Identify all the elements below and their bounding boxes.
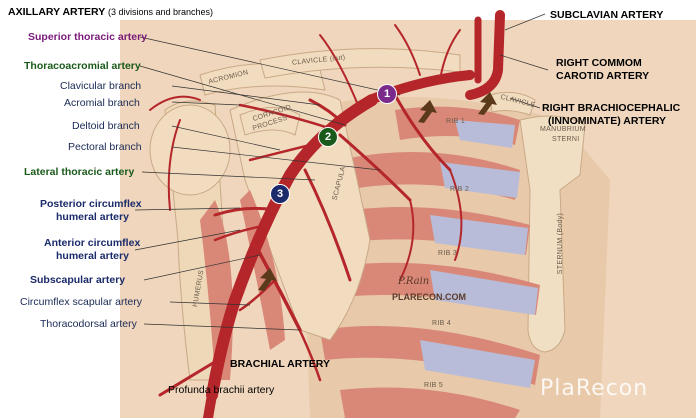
label-rib3: RIB 3 — [438, 250, 458, 257]
label-subclavian-artery: SUBCLAVIAN ARTERY — [550, 9, 664, 21]
division-3-badge: 3 — [270, 184, 290, 204]
diagram-title: AXILLARY ARTERY (3 divisions and branche… — [8, 6, 213, 18]
label-circumflex-scapular-artery: Circumflex scapular artery — [20, 296, 142, 308]
brachial-artery — [203, 390, 217, 418]
humeral-head — [149, 104, 231, 196]
label-clavicular-branch: Clavicular branch — [60, 80, 142, 92]
label-superior-thoracic-artery: Superior thoracic artery — [28, 31, 148, 43]
title-main: AXILLARY ARTERY — [8, 6, 106, 18]
label-thoracodorsal-artery: Thoracodorsal artery — [40, 318, 137, 330]
label-lateral-thoracic-artery: Lateral thoracic artery — [24, 166, 135, 178]
label-posterior-circumflex-1: Posterior circumflex — [40, 198, 142, 210]
label-acromial-branch: Acromial branch — [64, 97, 140, 109]
label-rib1: RIB 1 — [446, 118, 466, 125]
label-rib5: RIB 5 — [424, 382, 444, 389]
label-thoracoacromial-artery: Thoracoacromial artery — [24, 60, 141, 72]
division-2-badge: 2 — [318, 127, 338, 147]
label-manubrium-2: STERNI — [552, 136, 580, 143]
label-brachiocephalic-2: (INNOMINATE) ARTERY — [548, 115, 667, 127]
lateral-thoracic — [303, 168, 352, 282]
label-rib2: RIB 2 — [450, 186, 470, 193]
posterior-circumflex — [213, 206, 277, 217]
label-manubrium-1: MANUBRIUM — [540, 126, 586, 133]
label-right-common-carotid-1: RIGHT COMMOM — [556, 57, 642, 69]
clavicle-medial — [489, 91, 536, 116]
profunda-brachii — [158, 358, 220, 397]
anterior-circumflex — [213, 223, 270, 242]
label-rib4: RIB 4 — [432, 320, 452, 327]
label-posterior-circumflex-2: humeral artery — [56, 211, 129, 223]
pectoral-branch — [338, 133, 412, 202]
label-sternum: STERNUM (Body) — [557, 212, 565, 275]
label-deltoid-branch: Deltoid branch — [72, 120, 140, 132]
arrow-1 — [418, 100, 437, 123]
circumflex-scapular — [238, 278, 277, 312]
site-label: PLARECON.COM — [392, 292, 466, 302]
ribs — [310, 106, 540, 418]
artist-signature: P.Rain — [398, 276, 430, 287]
direction-arrows — [258, 92, 497, 291]
label-anterior-circumflex-1: Anterior circumflex — [44, 237, 141, 249]
brachiocephalic-trunk — [465, 10, 505, 100]
watermark: PlaRecon — [540, 376, 649, 401]
title-sub: (3 divisions and branches) — [107, 7, 214, 17]
label-pectoral-branch: Pectoral branch — [68, 141, 142, 153]
label-right-common-carotid-2: CAROTID ARTERY — [556, 70, 650, 82]
division-1-badge: 1 — [377, 84, 397, 104]
label-subscapular-artery: Subscapular artery — [30, 274, 126, 286]
label-profunda-brachii: Profunda brachii artery — [168, 384, 275, 396]
label-brachiocephalic-1: RIGHT BRACHIOCEPHALIC — [542, 102, 681, 114]
leader-lines — [134, 13, 549, 331]
arrow-3 — [258, 268, 277, 291]
subscapularis — [240, 190, 285, 350]
thoracodorsal-artery — [288, 308, 322, 382]
label-brachial-artery: BRACHIAL ARTERY — [230, 358, 330, 370]
superior-thoracic — [393, 93, 452, 172]
label-anterior-circumflex-2: humeral artery — [56, 250, 129, 262]
arrow-2 — [478, 92, 497, 115]
clavicular-branch — [308, 98, 347, 127]
